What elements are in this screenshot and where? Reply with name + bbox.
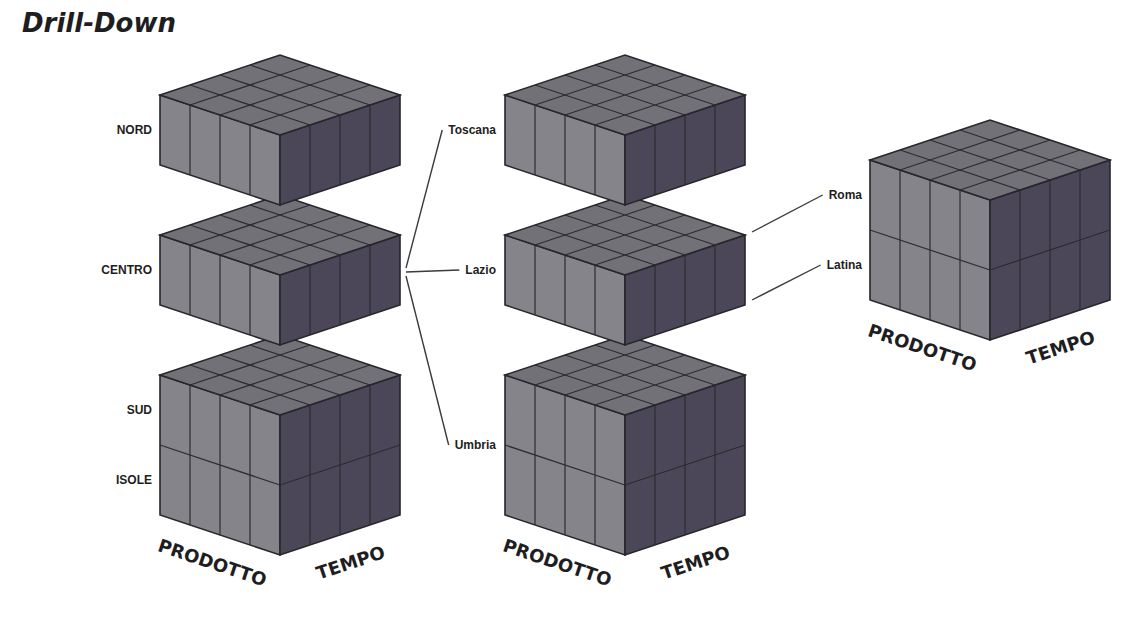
diagram-title: Drill-Down: [22, 8, 176, 38]
cube-grid-line: [535, 225, 655, 265]
cube-top-face: [505, 55, 745, 135]
cube-grid-line: [535, 85, 655, 125]
cube-grid-line: [249, 265, 250, 335]
leader-line: [406, 130, 442, 268]
cube-grid-line: [250, 345, 370, 385]
member-label: Lazio: [463, 263, 498, 277]
cube-grid-line: [930, 140, 1050, 180]
cube-grid-line: [714, 105, 715, 175]
cube-grid-line: [714, 245, 715, 315]
cube-grid-line: [535, 365, 655, 405]
cube-top-face: [505, 195, 745, 275]
cube-grid-line: [369, 105, 370, 175]
axis-label: TEMPO: [313, 541, 387, 583]
cube-top-face: [870, 120, 1110, 200]
cube-grid-line: [309, 125, 310, 195]
cube-grid-line: [219, 115, 220, 185]
cube-grid-line: [564, 115, 565, 185]
cube-grid-line: [220, 215, 340, 255]
cube-grid-line: [594, 125, 595, 195]
cube-grid-line: [190, 85, 310, 125]
cube-grid-line: [960, 130, 1080, 170]
member-label: Roma: [827, 188, 864, 202]
cube-grid-line: [309, 265, 310, 335]
leader-line: [406, 276, 449, 445]
cube-grid-line: [190, 225, 310, 265]
axis-label: TEMPO: [1023, 326, 1097, 368]
cube-grid-line: [220, 355, 340, 395]
cube-grid-line: [595, 65, 715, 105]
member-label: ISOLE: [114, 473, 154, 487]
cube-grid-line: [534, 245, 535, 315]
cube-top-face: [505, 335, 745, 415]
cube-grid-line: [220, 75, 340, 115]
leader-line: [406, 270, 459, 272]
cube-grid-line: [249, 125, 250, 195]
cube-grid-line: [595, 205, 715, 245]
member-label: NORD: [115, 123, 154, 137]
cube-grid-line: [565, 75, 685, 115]
member-label: Umbria: [453, 438, 498, 452]
member-label: SUD: [125, 403, 154, 417]
cube-grid-line: [595, 345, 715, 385]
cube-grid-line: [625, 445, 745, 485]
cube-grid-line: [565, 355, 685, 395]
cube-grid-line: [870, 230, 990, 270]
cube-grid-line: [564, 255, 565, 325]
cube-grid-line: [219, 255, 220, 325]
cube-grid-line: [220, 215, 340, 255]
cube-grid-line: [594, 265, 595, 335]
cube-grid-line: [369, 245, 370, 315]
cube-top-face: [160, 335, 400, 415]
cube-grid-line: [189, 105, 190, 175]
cube-top-face: [160, 195, 400, 275]
cube-grid-line: [220, 75, 340, 115]
cube-grid-line: [190, 365, 310, 405]
cube-grid-line: [565, 355, 685, 395]
cube-grid-line: [250, 65, 370, 105]
cube-grid-line: [684, 255, 685, 325]
leader-line: [752, 195, 823, 232]
cube-grid-line: [990, 230, 1110, 270]
cube-grid-line: [930, 140, 1050, 180]
cube-grid-line: [220, 355, 340, 395]
member-label: Latina: [825, 258, 864, 272]
cube-grid-line: [900, 150, 1020, 190]
leader-line: [752, 265, 821, 300]
cube-top-face: [160, 55, 400, 135]
member-label: CENTRO: [99, 263, 154, 277]
axis-label: TEMPO: [658, 541, 732, 583]
member-label: Toscana: [446, 123, 498, 137]
cube-grid-line: [250, 205, 370, 245]
cube-grid-line: [280, 445, 400, 485]
cube-grid-line: [339, 115, 340, 185]
cube-grid-line: [654, 265, 655, 335]
cube-grid-line: [160, 445, 280, 485]
cube-grid-line: [339, 255, 340, 325]
cube-grid-line: [534, 105, 535, 175]
cube-grid-line: [684, 115, 685, 185]
cube-grid-line: [565, 215, 685, 255]
cube-grid-line: [654, 125, 655, 195]
cube-grid-line: [189, 245, 190, 315]
cube-grid-line: [505, 445, 625, 485]
cube-grid-line: [565, 215, 685, 255]
cube-grid-line: [565, 75, 685, 115]
